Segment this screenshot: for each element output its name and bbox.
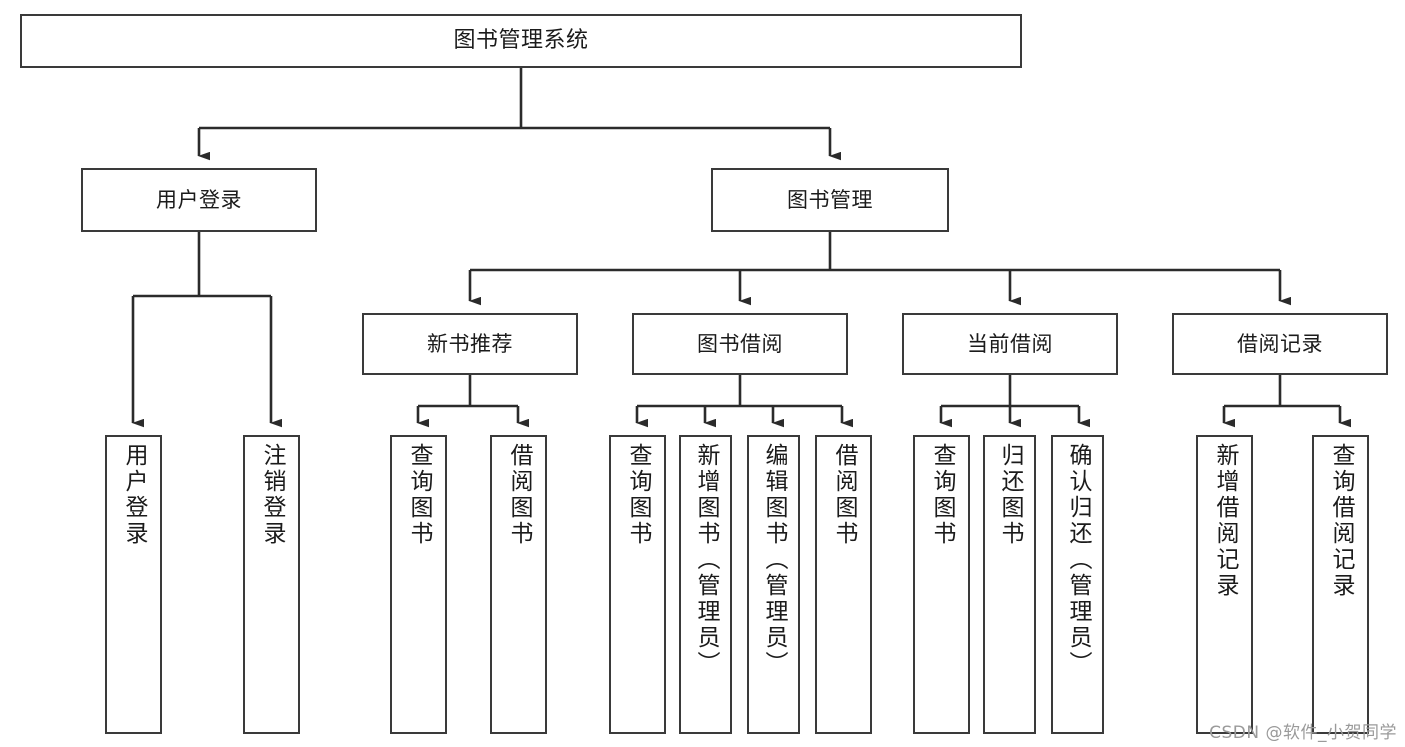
node-label: 查询图书: [929, 443, 955, 547]
node-label: 查询图书: [625, 443, 651, 547]
node-label: 查询借阅记录: [1328, 443, 1354, 599]
node-label: 图书借阅: [697, 331, 783, 356]
node-book-borrow[interactable]: 图书借阅: [632, 313, 848, 375]
node-label: 查询图书: [406, 443, 432, 547]
node-label: 确认归还（管理员）: [1065, 443, 1091, 677]
node-label: 当前借阅: [967, 331, 1053, 356]
leaf-add-book-admin[interactable]: 新增图书（管理员）: [679, 435, 732, 734]
leaf-query-book-borrow[interactable]: 查询图书: [609, 435, 666, 734]
node-label: 借阅图书: [506, 443, 532, 547]
node-label: 借阅图书: [831, 443, 857, 547]
node-label: 图书管理系统: [453, 28, 589, 54]
leaf-confirm-return-admin[interactable]: 确认归还（管理员）: [1051, 435, 1104, 734]
node-label: 图书管理: [787, 187, 873, 212]
leaf-query-book-recommend[interactable]: 查询图书: [390, 435, 447, 734]
node-book-management[interactable]: 图书管理: [711, 168, 949, 232]
node-label: 新书推荐: [427, 331, 513, 356]
node-new-book-recommend[interactable]: 新书推荐: [362, 313, 578, 375]
node-label: 注销登录: [259, 443, 285, 547]
leaf-edit-book-admin[interactable]: 编辑图书（管理员）: [747, 435, 800, 734]
node-root-book-management-system[interactable]: 图书管理系统: [20, 14, 1022, 68]
node-label: 编辑图书（管理员）: [761, 443, 787, 677]
leaf-borrow-book[interactable]: 借阅图书: [815, 435, 872, 734]
leaf-borrow-book-recommend[interactable]: 借阅图书: [490, 435, 547, 734]
node-user-login[interactable]: 用户登录: [81, 168, 317, 232]
leaf-return-book[interactable]: 归还图书: [983, 435, 1036, 734]
node-label: 新增借阅记录: [1212, 443, 1238, 599]
leaf-user-login[interactable]: 用户登录: [105, 435, 162, 734]
node-label: 用户登录: [121, 443, 147, 547]
node-current-borrow[interactable]: 当前借阅: [902, 313, 1118, 375]
leaf-query-borrow-record[interactable]: 查询借阅记录: [1312, 435, 1369, 734]
csdn-watermark: CSDN @软件_小贺同学: [1209, 723, 1397, 743]
node-borrow-record[interactable]: 借阅记录: [1172, 313, 1388, 375]
node-label: 新增图书（管理员）: [693, 443, 719, 677]
node-label: 归还图书: [997, 443, 1023, 547]
node-label: 用户登录: [156, 187, 242, 212]
node-label: 借阅记录: [1237, 331, 1323, 356]
leaf-logout[interactable]: 注销登录: [243, 435, 300, 734]
leaf-query-book-current[interactable]: 查询图书: [913, 435, 970, 734]
leaf-add-borrow-record[interactable]: 新增借阅记录: [1196, 435, 1253, 734]
